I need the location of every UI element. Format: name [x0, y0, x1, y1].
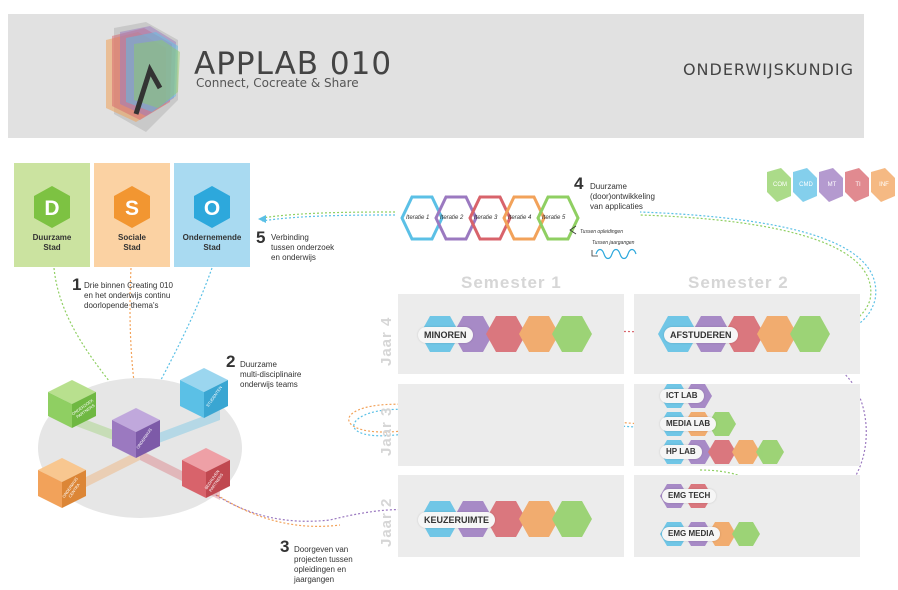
department-label: ONDERWIJSKUNDIG: [682, 60, 854, 79]
minoren-pill: MINOREN: [418, 327, 473, 343]
iteration-label: Iteratie 1: [406, 215, 430, 221]
hexagon-d-icon: D: [34, 186, 70, 228]
iteration-label: Iteratie 5: [542, 215, 566, 221]
theme-label: Stad: [123, 243, 141, 252]
iteration-label: Iteratie 4: [508, 215, 532, 221]
theme-label: Stad: [203, 243, 221, 252]
legend-tussen-opleidingen: Tussen opleidingen: [580, 229, 623, 235]
hexagon-s-icon: S: [114, 186, 150, 228]
hp-lab-pill: HP LAB: [660, 445, 702, 459]
afstuderen-pill: AFSTUDEREN: [664, 327, 738, 343]
theme-label: Ondernemende: [182, 233, 242, 242]
svg-text:S: S: [125, 197, 139, 220]
program-tag: COM: [773, 182, 787, 188]
svg-text:D: D: [44, 197, 59, 220]
app-subtitle: Connect, Cocreate & Share: [196, 76, 359, 90]
bedrijven-partners-cube: [182, 448, 230, 498]
semester-2-header: Semester 2: [688, 273, 789, 292]
keuzeruimte-pill: KEUZERUIMTE: [418, 512, 495, 528]
step-2-number: 2: [226, 352, 236, 371]
program-tag: TI: [855, 182, 861, 188]
onderzoek-partners-cube: [48, 380, 96, 428]
program-tag: CMD: [799, 182, 813, 188]
studenten-cube: [180, 368, 228, 418]
iteration-label: Iteratie 2: [440, 215, 464, 221]
onderwijs-centra-cube: [38, 458, 86, 508]
iteration-label: Iteratie 3: [474, 215, 498, 221]
header-banner: APPLAB 010 Connect, Cocreate & Share OND…: [8, 14, 864, 138]
program-tag: INF: [879, 182, 889, 188]
hexagon-o-icon: O: [194, 186, 230, 228]
ict-lab-pill: ICT LAB: [660, 389, 704, 403]
legend-tussen-jaargangen: Tussen jaargangen: [592, 240, 635, 246]
jaar-3-semester-1-panel: [398, 384, 624, 466]
semester-1-header: Semester 1: [461, 273, 562, 292]
media-lab-pill: MEDIA LAB: [660, 417, 717, 431]
applab-logo-icon: [106, 22, 180, 132]
step-4-number: 4: [574, 174, 584, 193]
svg-text:O: O: [204, 197, 220, 220]
app-title: APPLAB 010: [194, 46, 393, 82]
theme-label: Sociale: [117, 233, 146, 242]
emg-media-pill: EMG MEDIA: [662, 527, 721, 541]
step-1-number: 1: [72, 275, 82, 294]
step-5-number: 5: [256, 228, 266, 247]
emg-tech-pill: EMG TECH: [662, 489, 717, 503]
program-tag: MT: [827, 182, 837, 188]
theme-label: Stad: [43, 243, 61, 252]
step-3-number: 3: [280, 537, 290, 556]
theme-label: Duurzame: [32, 233, 72, 242]
onderwijs-cube: [112, 408, 160, 458]
